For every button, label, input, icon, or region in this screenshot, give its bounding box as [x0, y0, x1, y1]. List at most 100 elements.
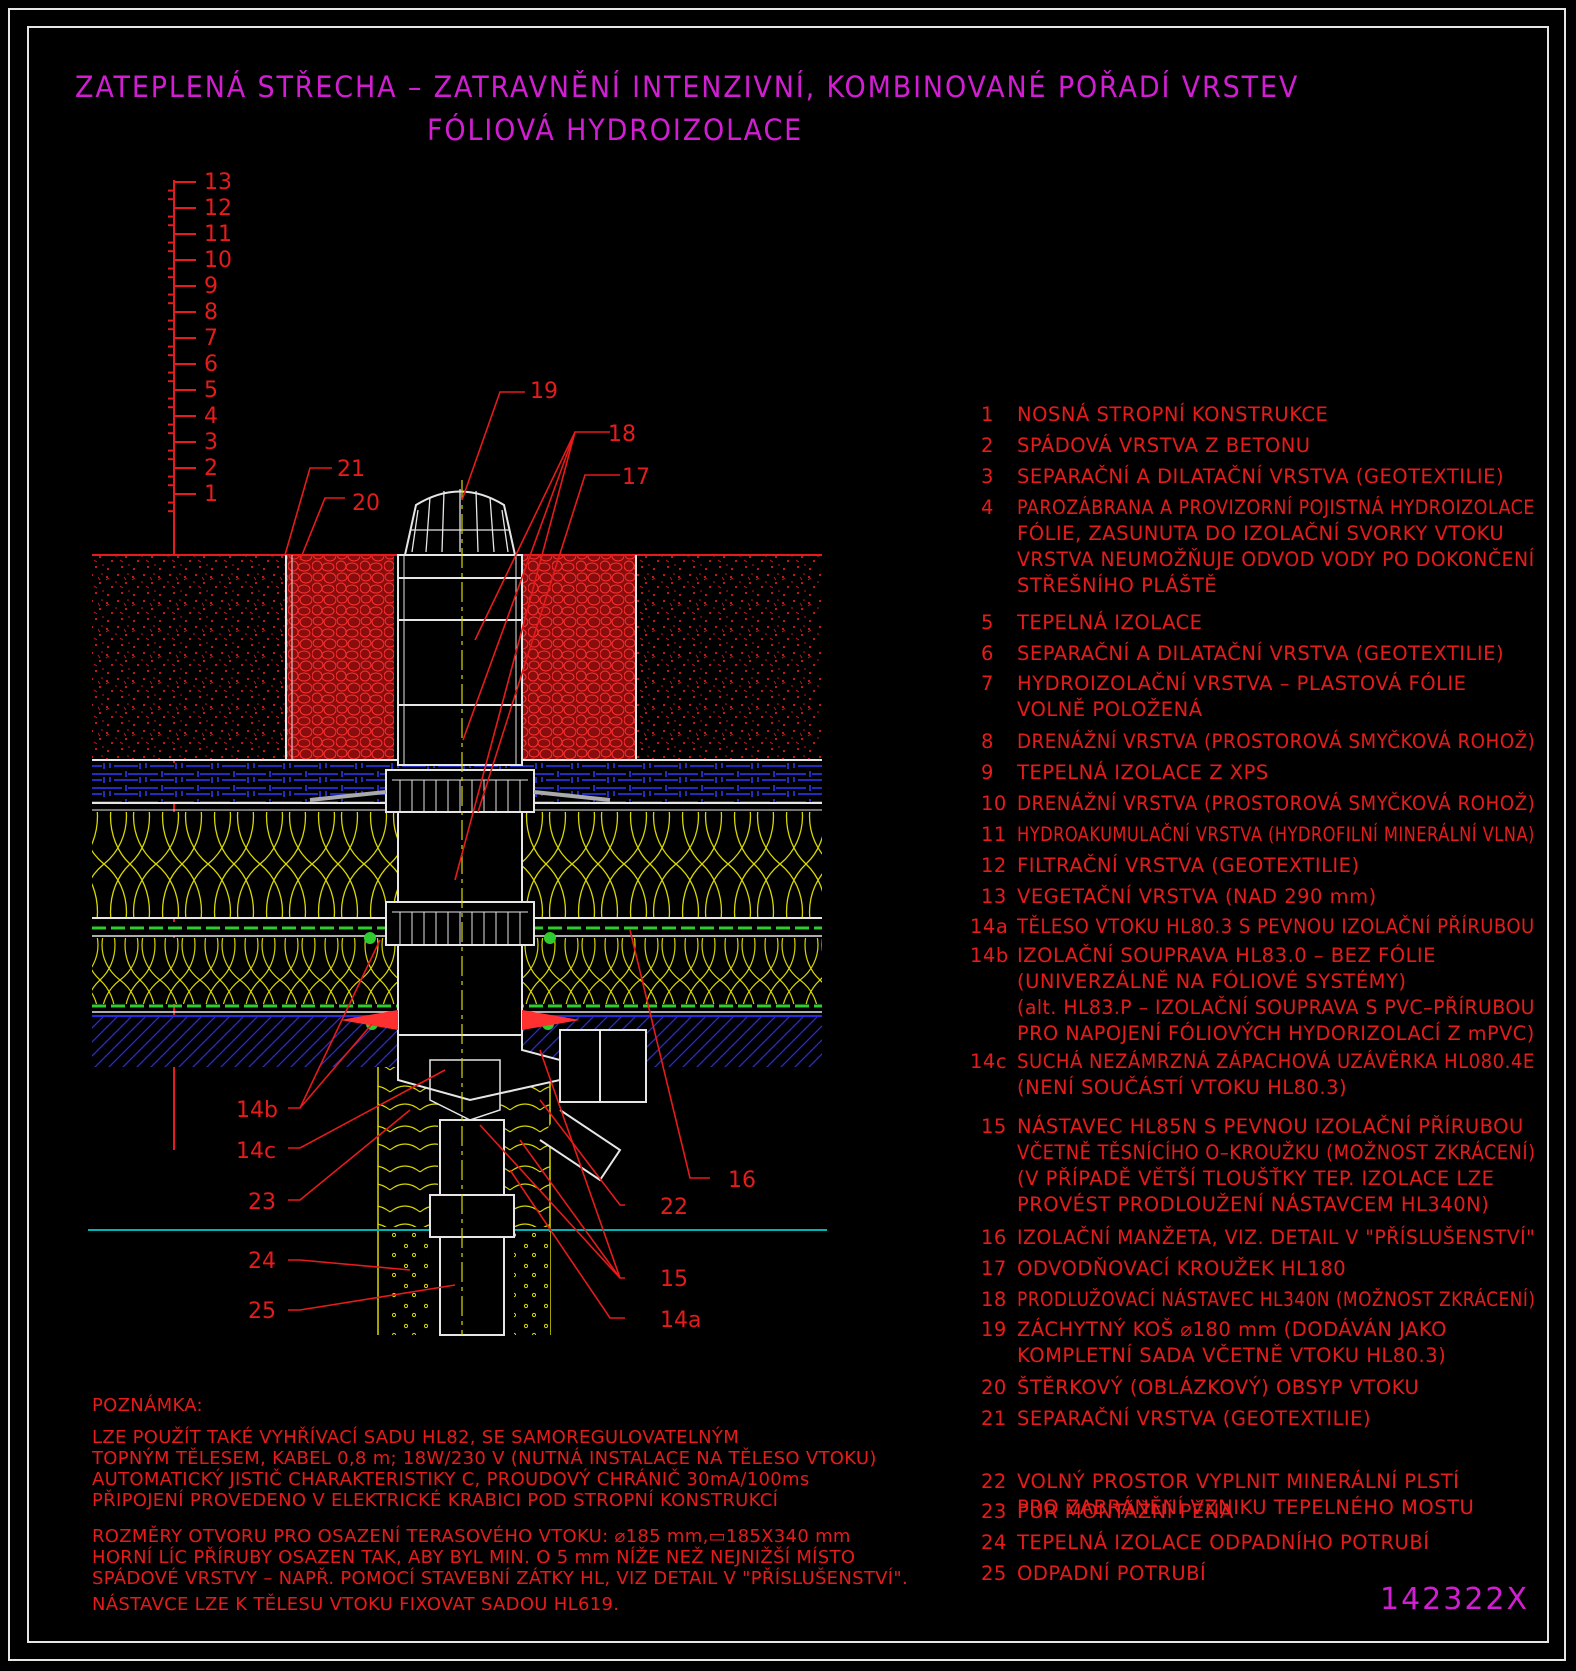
vegetation-layer-left — [92, 555, 286, 760]
side-outlet — [559, 1029, 647, 1103]
callout-19: 19 — [530, 379, 558, 404]
callout-14c: 14c — [236, 1139, 276, 1164]
legend-number: 5 — [981, 611, 994, 634]
legend-number: 22 — [981, 1470, 1007, 1493]
callout-14b: 14b — [236, 1098, 278, 1123]
legend-text: SEPARAČNÍ VRSTVA (GEOTEXTILIE) — [1017, 1407, 1372, 1430]
note-line-5: ROZMĚRY OTVORU PRO OSAZENÍ TERASOVÉHO VT… — [92, 1526, 851, 1547]
legend-text: (alt. HL83.P – IZOLAČNÍ SOUPRAVA S PVC–P… — [1017, 996, 1535, 1019]
legend-number: 12 — [981, 854, 1007, 877]
legend-text: PAROZÁBRANA A PROVIZORNÍ POJISTNÁ HYDROI… — [1017, 496, 1535, 519]
legend-number: 17 — [981, 1257, 1007, 1280]
legend-text: HYDROAKUMULAČNÍ VRSTVA (HYDROFILNÍ MINER… — [1017, 823, 1535, 846]
scale-label-2: 2 — [204, 456, 218, 481]
callout-18: 18 — [608, 422, 636, 447]
scale-label-4: 4 — [204, 404, 218, 429]
legend-number: 25 — [981, 1562, 1007, 1585]
legend-number: 16 — [981, 1226, 1007, 1249]
drawing-title: ZATEPLENÁ STŘECHA – ZATRAVNĚNÍ INTENZIVN… — [75, 70, 1300, 104]
callout-labels: 19 18 17 21 20 14b 14c 23 24 25 16 22 15… — [236, 379, 756, 1333]
legend-text: HYDROIZOLAČNÍ VRSTVA – PLASTOVÁ FÓLIE — [1017, 672, 1467, 695]
legend-number: 2 — [981, 434, 994, 457]
gravel-surround-right — [522, 555, 636, 760]
drawing-subtitle: FÓLIOVÁ HYDROIZOLACE — [427, 113, 804, 147]
callout-15: 15 — [660, 1267, 688, 1292]
legend-text: TEPELNÁ IZOLACE Z XPS — [1017, 761, 1269, 784]
note-line-8: NÁSTAVCE LZE K TĚLESU VTOKU FIXOVAT SADO… — [92, 1594, 620, 1615]
callout-17: 17 — [622, 465, 650, 490]
legend-text: PROVÉST PRODLOUŽENÍ NÁSTAVCEM HL340N) — [1017, 1193, 1490, 1216]
note-line-7: SPÁDOVÉ VRSTVY – NAPŘ. POMOCÍ STAVEBNÍ Z… — [92, 1568, 908, 1589]
legend-number: 15 — [981, 1115, 1007, 1138]
scale-label-10: 10 — [204, 248, 232, 273]
roof-layers — [92, 554, 822, 1067]
scale-label-11: 11 — [204, 222, 232, 247]
legend-text: IZOLAČNÍ MANŽETA, VIZ. DETAIL V "PŘÍSLUŠ… — [1017, 1226, 1536, 1249]
legend-text: VEGETAČNÍ VRSTVA (NAD 290 mm) — [1017, 885, 1377, 908]
callout-22: 22 — [660, 1195, 688, 1220]
drawing-code: 142322X — [1380, 1582, 1530, 1617]
legend-number: 23 — [981, 1500, 1007, 1523]
callout-21: 21 — [337, 457, 365, 482]
legend-number: 14b — [970, 944, 1009, 967]
drawing-frame-inner — [27, 26, 1549, 1643]
legend-text: KOMPLETNÍ SADA VČETNĚ VTOKU HL80.3) — [1017, 1344, 1447, 1367]
legend-number: 8 — [981, 730, 994, 753]
legend-number: 19 — [981, 1318, 1007, 1341]
legend-text: TEPELNÁ IZOLACE ODPADNÍHO POTRUBÍ — [1017, 1531, 1430, 1554]
callout-20: 20 — [352, 491, 380, 516]
scale-label-5: 5 — [204, 378, 218, 403]
legend-text: STŘEŠNÍHO PLÁŠTĚ — [1017, 574, 1218, 597]
legend-text: VRSTVA NEUMOŽŇUJE ODVOD VODY PO DOKONČEN… — [1017, 548, 1535, 571]
scale-label-7: 7 — [204, 326, 218, 351]
legend-text: VOLNĚ POLOŽENÁ — [1017, 698, 1203, 721]
note-line-4: PŘIPOJENÍ PROVEDENO V ELEKTRICKÉ KRABICI… — [92, 1490, 779, 1511]
extension-piece-hl340n — [397, 554, 523, 766]
note-line-2: TOPNÝM TĚLESEM, KABEL 0,8 m; 18W/230 V (… — [92, 1448, 877, 1469]
layer-scale-labels: 13 12 11 10 9 8 7 6 5 4 3 2 1 — [204, 170, 232, 507]
legend-text: IZOLAČNÍ SOUPRAVA HL83.0 – BEZ FÓLIE — [1017, 944, 1437, 967]
callout-14a: 14a — [660, 1308, 701, 1333]
callout-24: 24 — [248, 1249, 276, 1274]
legend-text: VOLNÝ PROSTOR VYPLNIT MINERÁLNÍ PLSTÍ — [1017, 1470, 1460, 1493]
legend-text: PUR MONTÁŽNÍ PĚNA — [1017, 1500, 1234, 1523]
legend-number: 11 — [981, 823, 1007, 846]
legend-text: SEPARAČNÍ A DILATAČNÍ VRSTVA (GEOTEXTILI… — [1017, 642, 1505, 665]
legend-text: PRO ZABRÁNĚNÍ VZNIKU TEPELNÉHO MOSTU — [1017, 1496, 1475, 1519]
legend-text: SPÁDOVÁ VRSTVA Z BETONU — [1017, 434, 1311, 457]
scale-label-12: 12 — [204, 196, 232, 221]
legend-number: 9 — [981, 761, 994, 784]
legend-text: ODVODŇOVACÍ KROUŽEK HL180 — [1017, 1257, 1347, 1280]
pipe-insulation-left — [392, 1232, 428, 1335]
roof-drain-assembly — [309, 480, 647, 1336]
scale-label-3: 3 — [204, 430, 218, 455]
note-heading: POZNÁMKA: — [92, 1395, 203, 1416]
scale-label-13: 13 — [204, 170, 232, 195]
scale-label-8: 8 — [204, 300, 218, 325]
legend-text: PRODLUŽOVACÍ NÁSTAVEC HL340N (MOŽNOST ZK… — [1017, 1288, 1536, 1311]
scale-label-6: 6 — [204, 352, 218, 377]
callout-25: 25 — [248, 1299, 276, 1324]
legend-number: 3 — [981, 465, 994, 488]
legend-number: 24 — [981, 1531, 1007, 1554]
legend-number: 20 — [981, 1376, 1007, 1399]
legend-text: FILTRAČNÍ VRSTVA (GEOTEXTILIE) — [1017, 854, 1360, 877]
legend-number: 10 — [981, 792, 1007, 815]
legend-number: 18 — [981, 1288, 1007, 1311]
legend-text: (UNIVERZÁLNĚ NA FÓLIOVÉ SYSTÉMY) — [1017, 970, 1407, 993]
callout-16: 16 — [728, 1168, 756, 1193]
note-line-1: LZE POUŽÍT TAKÉ VYHŘÍVACÍ SADU HL82, SE … — [92, 1427, 740, 1448]
legend-number: 4 — [981, 496, 994, 519]
legend-text: SEPARAČNÍ A DILATAČNÍ VRSTVA (GEOTEXTILI… — [1017, 465, 1505, 488]
note-line-6: HORNÍ LÍC PŘÍRUBY OSAZEN TAK, ABY BYL MI… — [92, 1547, 856, 1568]
pipe-wool-left — [378, 1067, 438, 1227]
note-line-3: AUTOMATICKÝ JISTIČ CHARAKTERISTIKY C, PR… — [92, 1469, 810, 1490]
legend-text: ZÁCHYTNÝ KOŠ ⌀180 mm (DODÁVÁN JAKO — [1017, 1318, 1447, 1341]
odour-trap-hl080 — [429, 1059, 501, 1121]
legend-number: 6 — [981, 642, 994, 665]
gravel-surround-left — [286, 555, 394, 760]
legend-number: 1 — [981, 403, 994, 426]
legend-text: DRENÁŽNÍ VRSTVA (PROSTOROVÁ SMYČKOVÁ ROH… — [1017, 730, 1536, 753]
legend-text: (V PŘÍPADĚ VĚTŠÍ TLOUŠŤKY TEP. IZOLACE L… — [1017, 1167, 1495, 1190]
legend-number: 14c — [970, 1050, 1008, 1073]
